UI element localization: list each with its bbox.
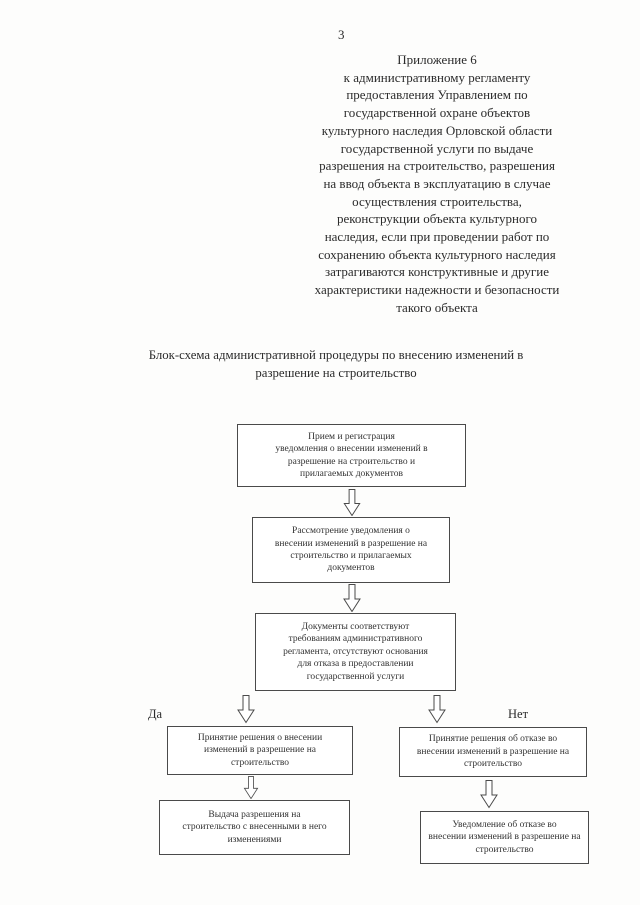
flow-box-receive: Прием и регистрация уведомления о внесен… (237, 424, 466, 487)
flow-box-decision-amend: Принятие решения о внесении изменений в … (167, 726, 353, 775)
appendix-note: Приложение 6 к административному регламе… (314, 52, 560, 315)
page-number: 3 (338, 27, 345, 42)
flowchart-title: Блок-схема административной процедуры по… (148, 348, 524, 380)
branch-label-no: Нет (508, 707, 529, 721)
branch-label-yes: Да (148, 707, 163, 721)
down-arrow-icon (243, 776, 259, 799)
down-arrow-icon (428, 695, 446, 724)
flow-box-refusal-notice: Уведомление об отказе во внесении измене… (420, 811, 589, 864)
flow-box-issue-permit: Выдача разрешения на строительство с вне… (159, 800, 350, 855)
flow-box-check: Документы соответствуют требованиям адми… (255, 613, 456, 691)
flow-box-review: Рассмотрение уведомления о внесении изме… (252, 517, 450, 583)
down-arrow-icon (237, 695, 255, 724)
down-arrow-icon (343, 489, 361, 516)
down-arrow-icon (480, 780, 498, 809)
flow-box-decision-refuse: Принятие решения об отказе во внесении и… (399, 727, 587, 777)
down-arrow-icon (343, 584, 361, 612)
